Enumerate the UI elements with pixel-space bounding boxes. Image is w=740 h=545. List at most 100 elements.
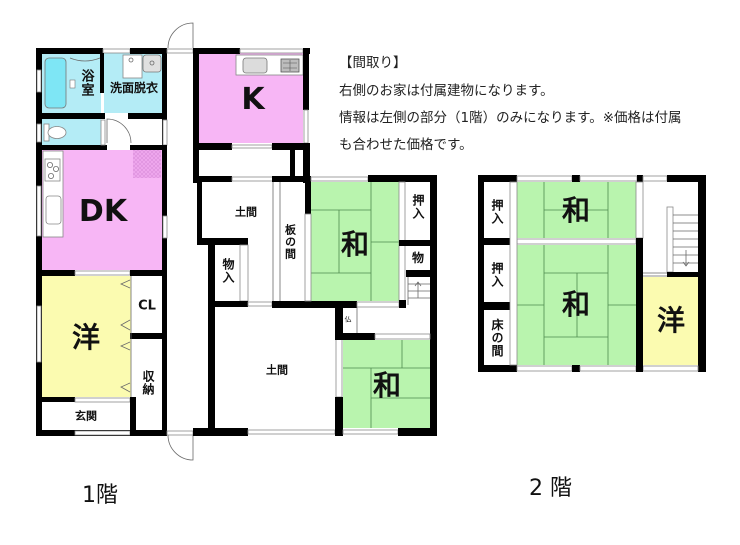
japanese-room-lower-floor xyxy=(343,340,430,428)
room-label-2f-japanese-top: 和 xyxy=(561,194,591,227)
door xyxy=(231,144,273,149)
corridor-threshold xyxy=(166,430,194,436)
wall xyxy=(208,238,215,436)
wall xyxy=(478,365,517,372)
window xyxy=(642,365,699,372)
wall xyxy=(193,48,240,54)
window xyxy=(579,175,638,182)
window xyxy=(579,365,637,372)
kitchen-sink-icon xyxy=(242,57,268,74)
wall xyxy=(368,175,437,182)
room-label-2f-japanese-main: 和 xyxy=(561,288,591,321)
tatami-lines xyxy=(343,340,430,428)
burner-icon xyxy=(48,172,55,179)
wall xyxy=(272,301,357,308)
room-label-wood-floor-room: 板の間 xyxy=(283,224,297,260)
wall xyxy=(130,145,167,150)
window xyxy=(36,123,42,143)
wall xyxy=(335,305,343,338)
wall xyxy=(406,270,430,277)
door-swing-icon xyxy=(106,118,132,144)
wall xyxy=(36,113,105,119)
wall xyxy=(636,238,643,372)
wall xyxy=(478,175,517,182)
window xyxy=(239,48,304,54)
room-label-kitchen: K xyxy=(241,82,265,117)
window xyxy=(247,429,336,435)
tatami-lines xyxy=(543,182,609,238)
window xyxy=(74,430,131,436)
room-label-2f-oshiire-middle: 押入 xyxy=(490,262,504,288)
tatami-lines xyxy=(311,182,399,301)
corridor-threshold xyxy=(166,48,194,54)
western-room-floor xyxy=(41,276,131,397)
room-label-doma-lower: 土間 xyxy=(266,363,288,377)
stairs-icon xyxy=(407,277,430,305)
wall xyxy=(430,175,437,436)
wall xyxy=(698,175,706,372)
wall xyxy=(36,48,42,436)
wall xyxy=(478,175,484,372)
room-label-2f-oshiire-top: 押入 xyxy=(490,199,504,225)
second-floor-walls xyxy=(478,175,706,372)
wall xyxy=(130,397,136,436)
toilet-bowl-icon xyxy=(47,126,67,139)
first-floor-room-fills xyxy=(41,53,430,428)
wall xyxy=(667,272,698,277)
floor-label-second: 2 階 xyxy=(529,476,572,501)
japanese-room-upper-floor xyxy=(311,182,399,301)
sliding-door xyxy=(509,181,518,366)
wall xyxy=(335,333,375,340)
wall xyxy=(193,428,248,436)
wall xyxy=(398,428,437,436)
wall xyxy=(193,176,232,182)
wall xyxy=(197,238,248,245)
wall xyxy=(572,365,580,372)
room-label-dk: DK xyxy=(78,194,128,229)
room-label-western: 洋 xyxy=(71,321,101,354)
window xyxy=(36,69,42,93)
window xyxy=(642,175,668,182)
window xyxy=(162,215,168,239)
wash-basin-icon xyxy=(142,54,162,73)
wall xyxy=(572,175,580,182)
wall xyxy=(637,175,643,182)
wall xyxy=(335,397,343,436)
sliding-door xyxy=(304,213,312,302)
wall xyxy=(193,48,199,183)
tatami-lines xyxy=(517,245,636,365)
door xyxy=(247,301,273,307)
room-label-storage: 収納 xyxy=(141,370,155,396)
sliding-door xyxy=(356,301,400,308)
room-label-entrance: 玄関 xyxy=(75,409,97,423)
window xyxy=(516,175,573,182)
door xyxy=(74,397,131,403)
washing-machine-icon xyxy=(122,54,143,79)
stairs-icon xyxy=(673,214,698,267)
notes-line-3: も合わせた価格です。 xyxy=(339,137,473,153)
burner-icon xyxy=(53,165,60,172)
room-label-doma-upper: 土間 xyxy=(235,205,257,219)
stove-burner-lines xyxy=(283,60,297,71)
wall xyxy=(290,150,295,176)
washing-machine-dot xyxy=(128,57,134,63)
stair-handrail xyxy=(666,206,674,273)
window xyxy=(36,185,42,237)
wall xyxy=(667,175,706,182)
wall xyxy=(36,48,103,54)
room-label-washroom: 洗面脱衣 xyxy=(109,81,159,95)
sliding-door xyxy=(635,181,644,239)
room-label-japanese-upper: 和 xyxy=(340,228,370,261)
window xyxy=(36,305,42,363)
western-room-2f-floor xyxy=(643,277,698,365)
room-label-storeroom: 物入 xyxy=(221,258,235,284)
door-swing-icon xyxy=(167,22,194,49)
notes-heading: 【間取り】 xyxy=(339,55,407,71)
wall xyxy=(335,428,343,436)
second-floor-room-fills xyxy=(517,182,698,365)
room-label-japanese-lower: 和 xyxy=(372,369,402,402)
wall xyxy=(478,238,517,245)
wall xyxy=(399,300,406,308)
room-label-mono: 物 xyxy=(411,251,425,265)
